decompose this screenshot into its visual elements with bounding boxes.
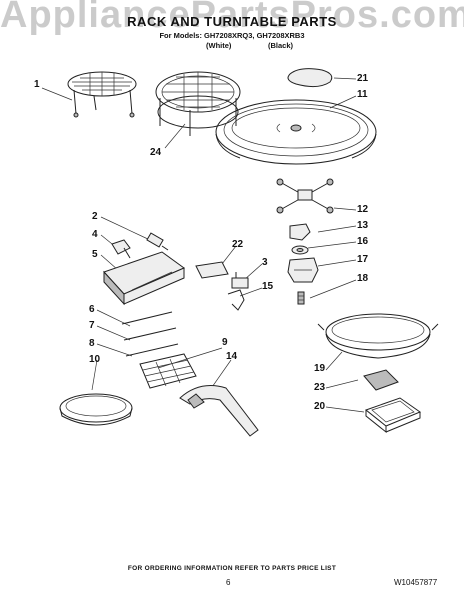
callout-3: 3	[262, 257, 268, 268]
callout-20: 20	[314, 401, 326, 412]
part-5-heater-cover	[103, 251, 186, 306]
part-9-grill-rack	[139, 353, 197, 389]
callout-4: 4	[92, 229, 98, 240]
document-number: W10457877	[394, 578, 438, 587]
callout-23: 23	[314, 382, 326, 393]
callout-16: 16	[357, 236, 369, 247]
part-2-thermal-fuse	[146, 232, 169, 251]
callout-6: 6	[89, 304, 95, 315]
part-17-turntable-motor	[287, 257, 319, 283]
callout-12: 12	[357, 204, 369, 215]
callout-18: 18	[357, 273, 369, 284]
part-18-screw	[297, 291, 305, 305]
part-24-large-wire-rack	[155, 71, 241, 136]
part-12-roller-support	[276, 178, 334, 214]
callout-9: 9	[222, 337, 228, 348]
part-4-bracket	[111, 239, 131, 259]
part-3-switch	[231, 272, 249, 289]
part-21-pad	[287, 68, 333, 88]
model-numbers: For Models: GH7208XRQ3, GH7208XRB3	[159, 31, 305, 40]
callout-8: 8	[89, 338, 95, 349]
part-8-heating-element	[125, 343, 179, 357]
watermark: AppliancePartsPros.com	[0, 0, 464, 36]
part-20-square-tray	[364, 397, 422, 434]
part-1-small-wire-rack	[67, 71, 137, 118]
part-13-coupler	[289, 223, 311, 241]
part-6-heating-element	[121, 311, 173, 325]
part-7-heating-element	[123, 327, 177, 341]
part-23-pad	[363, 369, 399, 391]
callout-19: 19	[314, 363, 326, 374]
callout-7: 7	[89, 320, 95, 331]
part-19-oval-pan	[317, 313, 439, 359]
callout-2: 2	[92, 211, 98, 222]
page-number: 6	[226, 578, 231, 587]
callout-5: 5	[92, 249, 98, 260]
model-color-white: (White)	[206, 41, 232, 50]
callout-21: 21	[357, 73, 369, 84]
leader-lines	[41, 77, 365, 413]
callout-1: 1	[34, 79, 40, 90]
callout-24: 24	[150, 147, 162, 158]
callout-22: 22	[232, 239, 244, 250]
part-10-round-pan	[59, 393, 133, 426]
callout-11: 11	[357, 89, 368, 100]
callout-17: 17	[357, 254, 369, 265]
page-title: RACK AND TURNTABLE PARTS	[127, 14, 337, 29]
callout-15: 15	[262, 281, 274, 292]
part-14-pan-handle	[179, 385, 259, 437]
callout-14: 14	[226, 351, 238, 362]
part-11-turntable-tray	[215, 99, 377, 165]
callout-13: 13	[357, 220, 369, 231]
part-22-plate	[195, 261, 229, 279]
callout-10: 10	[89, 354, 101, 365]
part-16-washer	[291, 245, 309, 255]
model-color-black: (Black)	[268, 41, 294, 50]
part-15-clip	[227, 289, 245, 311]
ordering-note: FOR ORDERING INFORMATION REFER TO PARTS …	[127, 565, 337, 572]
